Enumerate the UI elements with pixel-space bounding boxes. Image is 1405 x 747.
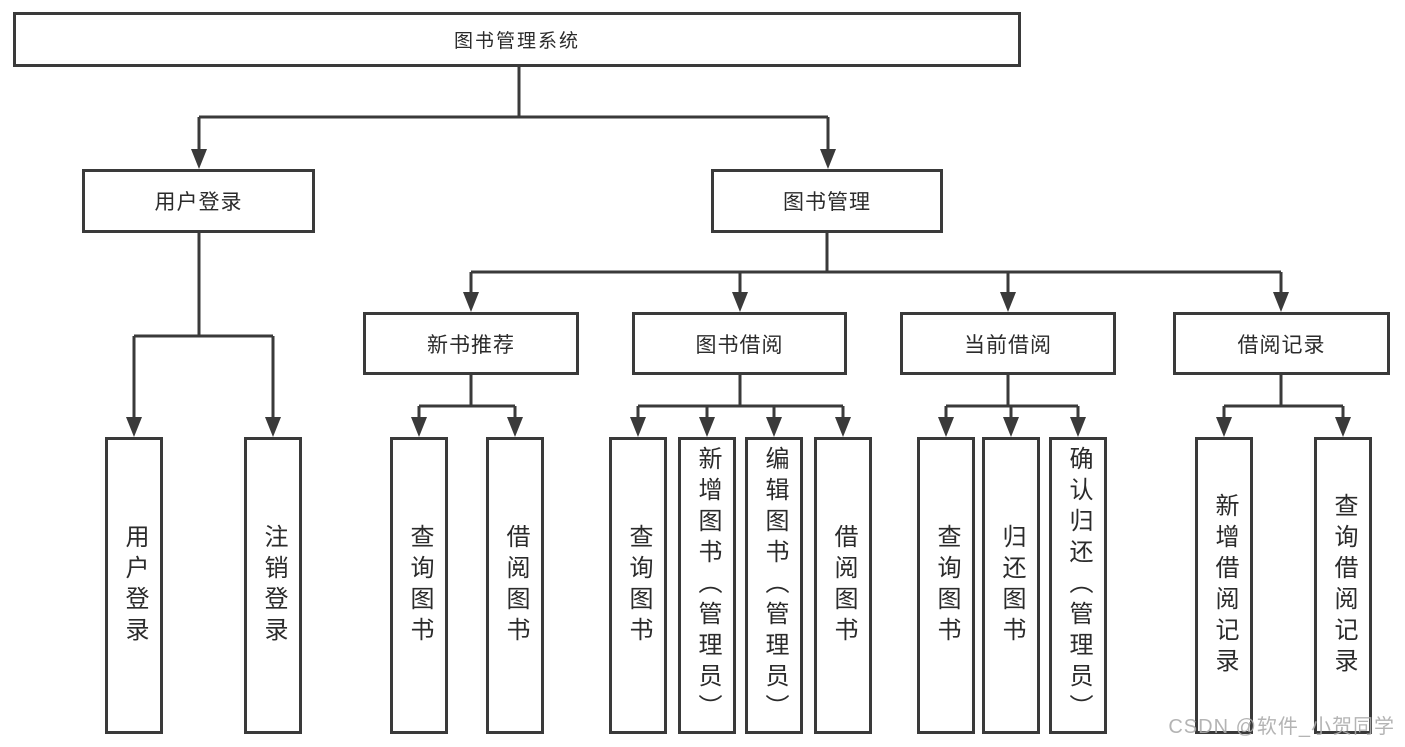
- node-leaf-cb-query-books: 查询图书: [917, 437, 975, 734]
- watermark: CSDN @软件_小贺同学: [1168, 716, 1395, 738]
- node-leaf-nbr-query-books: 查询图书: [390, 437, 448, 734]
- node-leaf-bb-borrow-books: 借阅图书: [814, 437, 872, 734]
- node-leaf-cb-confirm-return-admin: 确认归还（管理员）: [1049, 437, 1107, 734]
- node-leaf-bb-edit-books-admin: 编辑图书（管理员）: [745, 437, 803, 734]
- node-user-login: 用户登录: [82, 169, 315, 233]
- node-book-borrowing: 图书借阅: [632, 312, 847, 375]
- node-leaf-bb-add-books-admin: 新增图书（管理员）: [678, 437, 736, 734]
- node-book-management: 图书管理: [711, 169, 943, 233]
- node-current-borrowing: 当前借阅: [900, 312, 1116, 375]
- node-leaf-br-add-record: 新增借阅记录: [1195, 437, 1253, 734]
- node-leaf-cb-return-books: 归还图书: [982, 437, 1040, 734]
- node-leaf-nbr-borrow-books: 借阅图书: [486, 437, 544, 734]
- node-leaf-br-query-record: 查询借阅记录: [1314, 437, 1372, 734]
- node-leaf-user-login: 用户登录: [105, 437, 163, 734]
- node-borrow-records: 借阅记录: [1173, 312, 1390, 375]
- node-library-management-system: 图书管理系统: [13, 12, 1021, 67]
- node-new-book-recommend: 新书推荐: [363, 312, 579, 375]
- node-leaf-logout: 注销登录: [244, 437, 302, 734]
- arrowheads: [126, 149, 1351, 437]
- node-leaf-bb-query-books: 查询图书: [609, 437, 667, 734]
